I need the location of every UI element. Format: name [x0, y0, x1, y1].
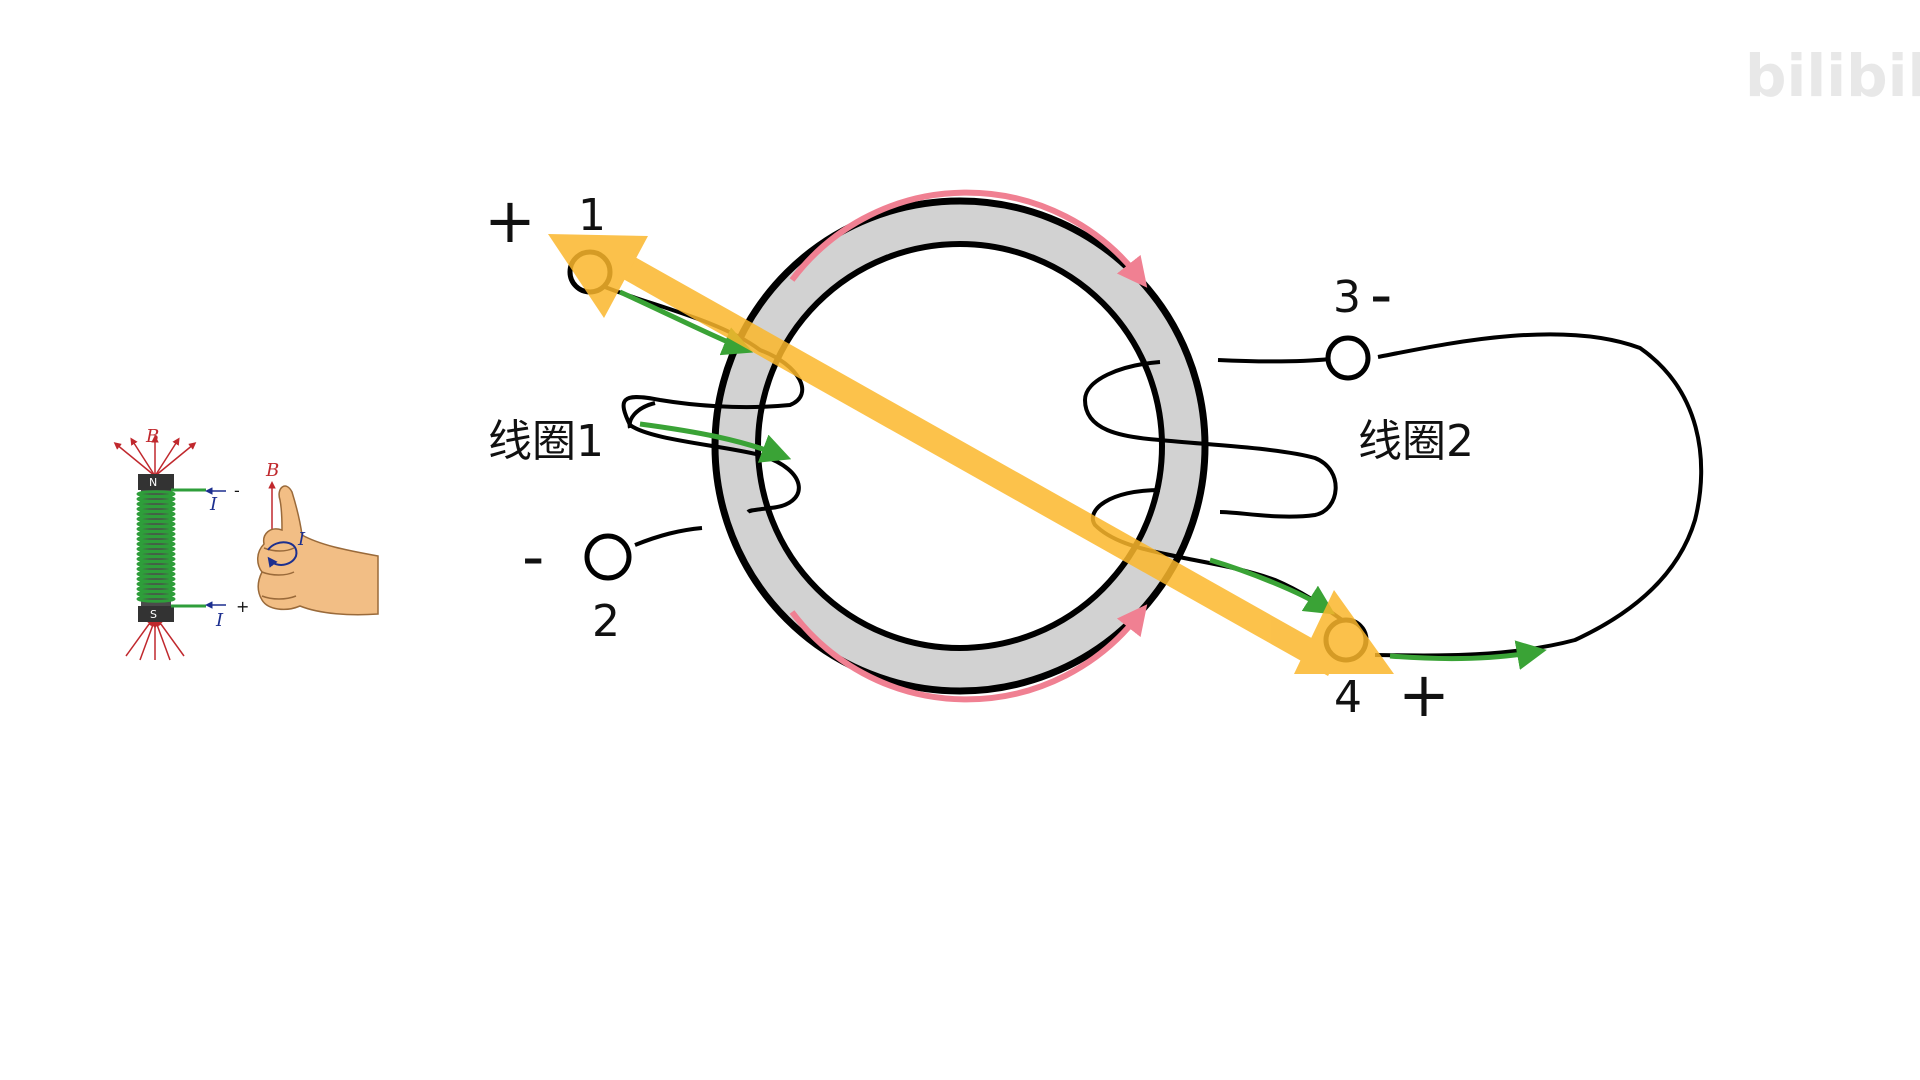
current-arrow-1 [618, 289, 754, 356]
terminal-2 [584, 533, 632, 581]
inset-current-label-top: I [209, 494, 218, 515]
current-arrow-4 [1389, 640, 1547, 670]
big-double-arrow [548, 234, 1394, 676]
terminal-1-number: 1 [578, 190, 606, 241]
hand-icon [257, 485, 379, 616]
inset-top-sign: - [234, 481, 240, 500]
inset-bottom-sign: + [236, 597, 249, 616]
north-pole-label: N [149, 476, 157, 489]
terminal-3-number: 3 [1333, 272, 1361, 323]
flux-arrow-top [789, 189, 1148, 288]
winding-turn [136, 595, 176, 603]
terminal-2-number: 2 [592, 596, 620, 647]
terminal-3 [1325, 335, 1371, 381]
current-arrows [618, 289, 1547, 670]
terminal-2-sign: - [522, 520, 544, 593]
bilibili-logo: bilibili [1745, 42, 1920, 110]
current-arrow-3 [1209, 557, 1336, 615]
south-pole-cap [138, 606, 174, 622]
current-arrow-2 [639, 421, 792, 463]
inset-field-label: B [145, 426, 159, 447]
terminal-4-number: 4 [1334, 672, 1362, 723]
hand-current-label: I [297, 529, 306, 550]
watermark: bilibili [1745, 42, 1920, 110]
terminal-1-sign: + [484, 184, 536, 257]
hand-field-label: B [265, 460, 279, 481]
coil-2-label: 线圈2 [1358, 416, 1474, 467]
solenoid-windings [136, 490, 176, 603]
south-pole-label: S [150, 608, 157, 621]
solenoid-inset: B N S I I - + [113, 426, 249, 661]
terminal-4-sign: + [1398, 658, 1450, 731]
inset-current-label-bottom: I [215, 610, 224, 631]
north-pole-cap [138, 474, 174, 490]
right-hand-rule: B I [257, 460, 379, 616]
flux-arrow-bottom [789, 604, 1148, 703]
terminal-3-sign: - [1370, 258, 1392, 331]
coil-1-label: 线圈1 [488, 416, 604, 467]
